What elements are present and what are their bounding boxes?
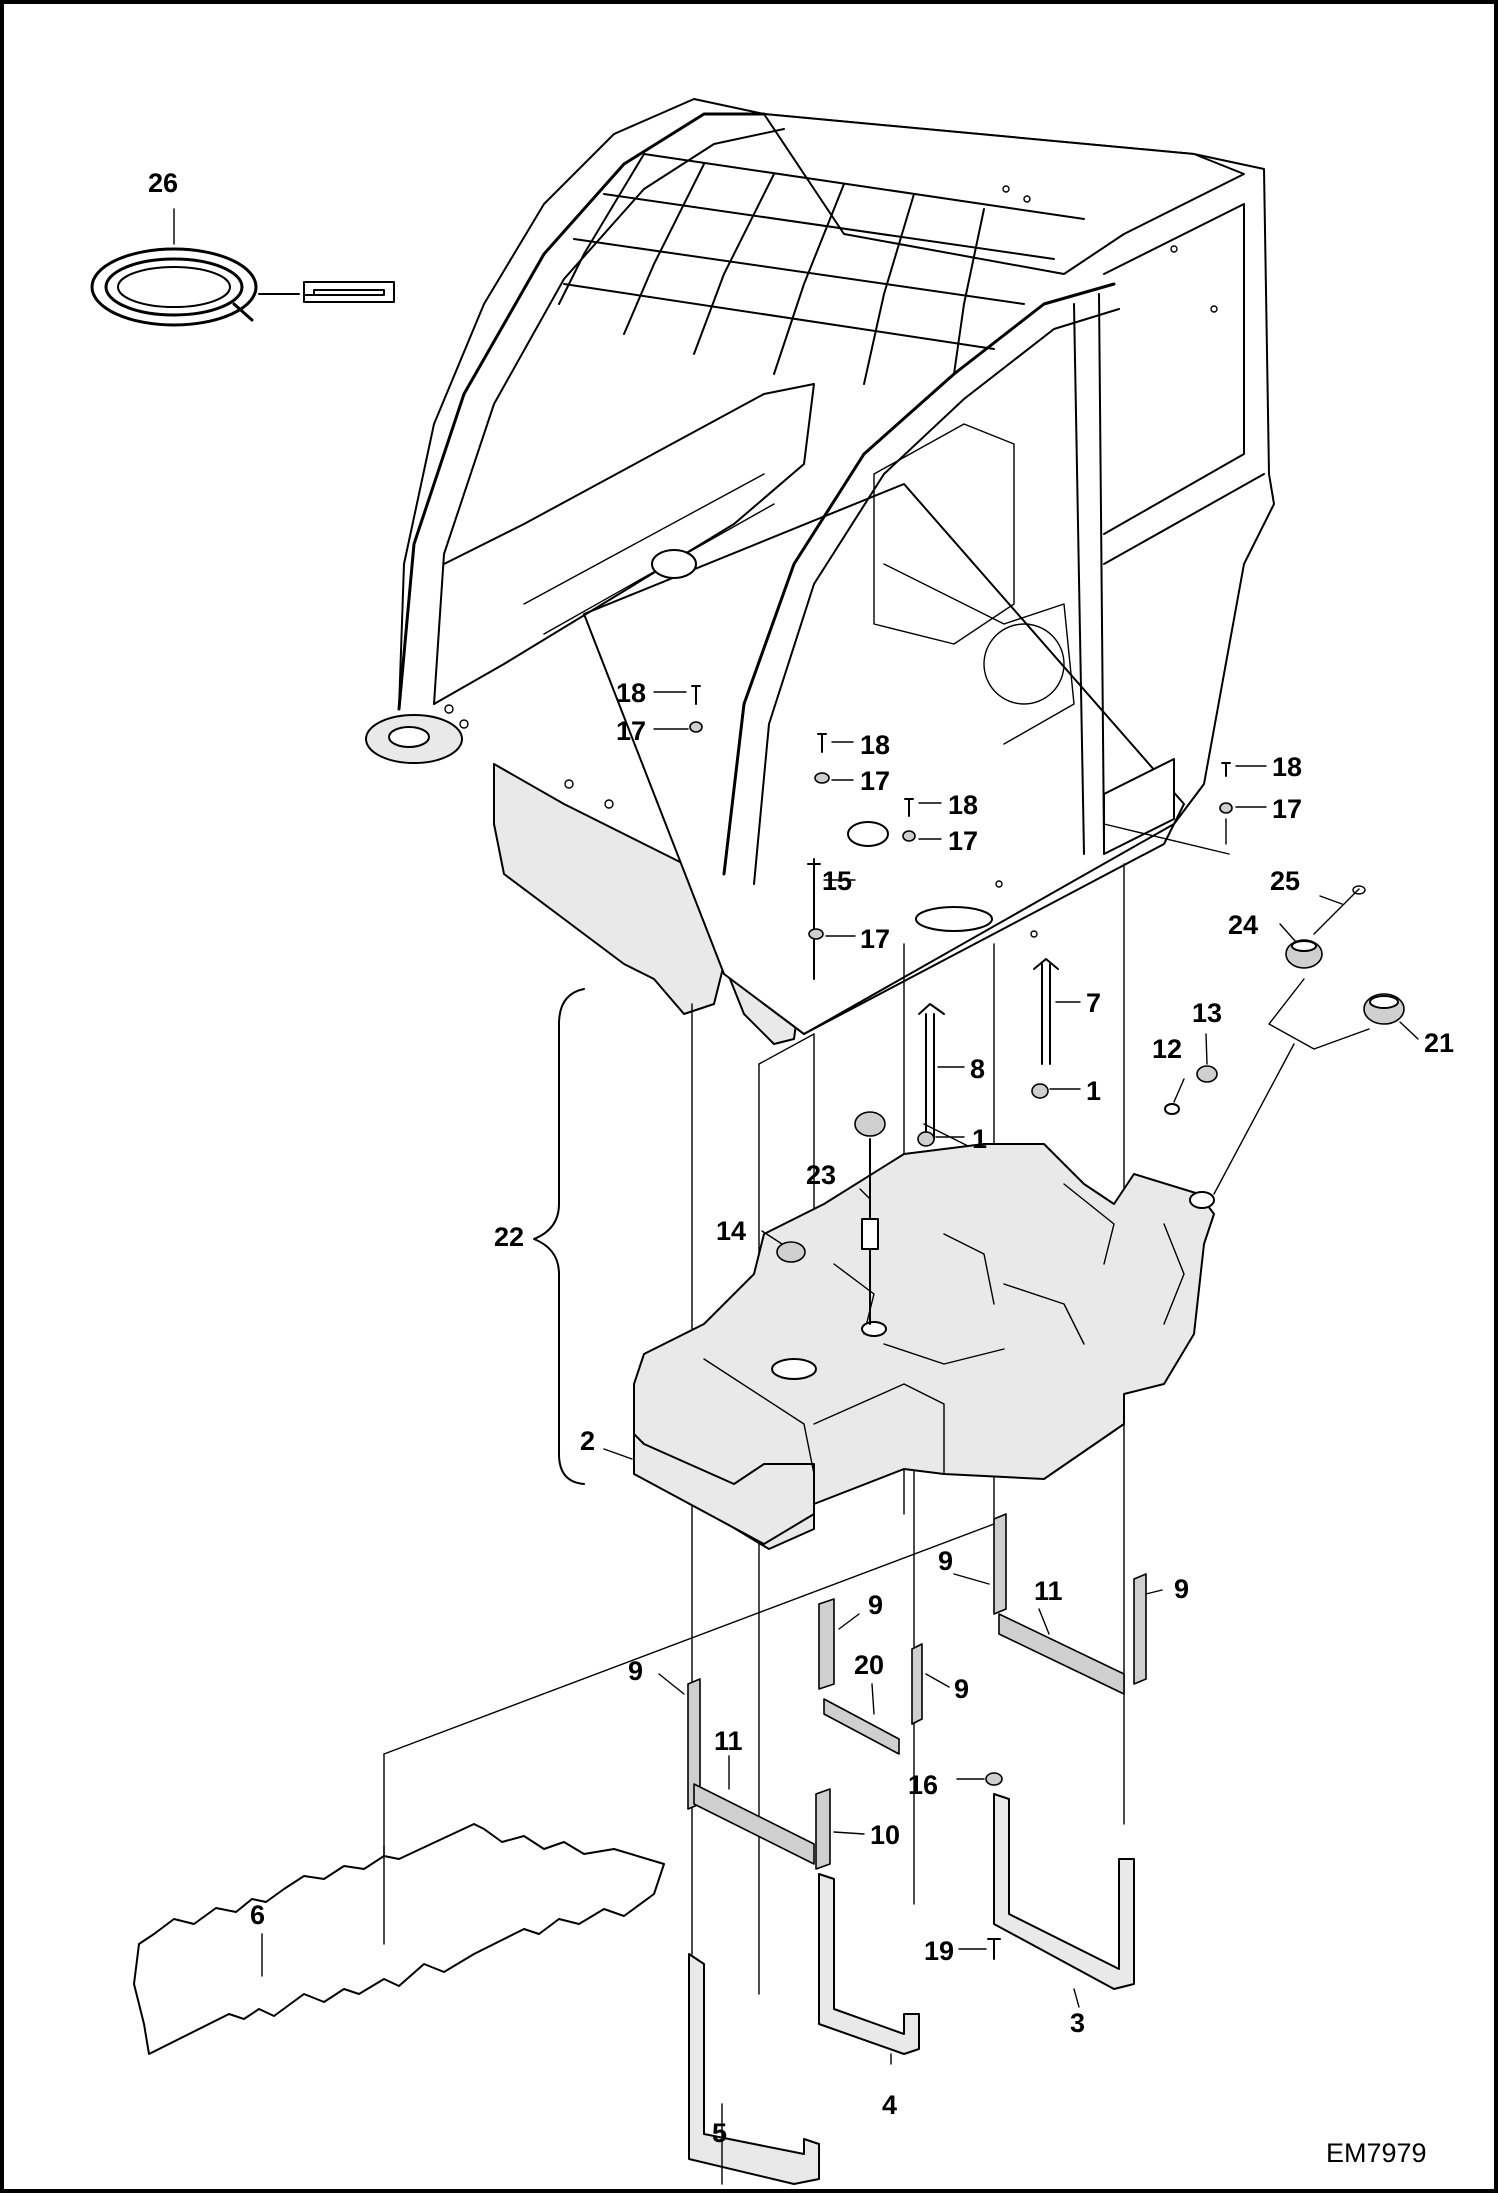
callout-label: 18 — [616, 678, 646, 708]
cab-step-cutout — [1103, 758, 1175, 855]
callout-label: 4 — [882, 2090, 897, 2120]
callout-label: 17 — [1272, 794, 1302, 824]
callout-label: 7 — [1086, 988, 1101, 1018]
callout-label: 3 — [1070, 2008, 1085, 2038]
rubber-pads — [687, 1513, 1147, 1870]
tether-25 — [1313, 888, 1360, 935]
pad-9-c — [911, 1643, 923, 1725]
washer-13 — [1196, 1065, 1218, 1083]
callout-label: 26 — [148, 168, 178, 198]
floor-mat-6 — [133, 1823, 665, 2055]
cab-lower-skirt — [493, 763, 725, 1015]
drawing-id: EM7979 — [1326, 2138, 1427, 2168]
callout-label: 23 — [806, 1160, 836, 1190]
clamp-1-b — [917, 1131, 935, 1147]
callout-label: 2 — [580, 1426, 595, 1456]
exploded-parts-diagram: 1 1 2 3 4 5 6 7 8 9 9 9 9 9 10 11 11 12 … — [90, 98, 1454, 2185]
callout-label: 18 — [860, 730, 890, 760]
callout-label: 17 — [948, 826, 978, 856]
callout-label: 8 — [970, 1054, 985, 1084]
pad-11-a — [693, 1783, 815, 1865]
pad-10 — [815, 1788, 831, 1870]
callout-label: 11 — [714, 1726, 743, 1756]
callout-leaders — [261, 691, 1419, 2185]
callout-label: 25 — [1270, 866, 1300, 896]
callout-label: 24 — [1228, 910, 1258, 940]
callout-label: 17 — [860, 924, 890, 954]
callout-label: 18 — [1272, 752, 1302, 782]
pad-11-b — [998, 1613, 1125, 1695]
callout-label: 17 — [616, 716, 646, 746]
filler-leaders — [1268, 978, 1370, 1050]
sender-23-head — [854, 1111, 886, 1137]
callout-label: 17 — [860, 766, 890, 796]
callout-label: 9 — [954, 1674, 969, 1704]
callout-label: 12 — [1152, 1034, 1182, 1064]
callout-label: 14 — [716, 1216, 746, 1246]
cab-roof-guard — [558, 153, 1085, 385]
cab-floor — [583, 483, 1185, 1035]
pad-20 — [823, 1698, 900, 1755]
callout-label: 22 — [494, 1222, 524, 1252]
callout-label: 13 — [1192, 998, 1222, 1028]
cab-front-arch-inner — [433, 128, 785, 705]
callout-label: 5 — [712, 2118, 727, 2148]
seal-26-coil — [90, 247, 258, 327]
fuel-tank-filler-neck — [1189, 1191, 1215, 1209]
pad-9-b — [818, 1598, 835, 1690]
callout-label: 9 — [1174, 1574, 1189, 1604]
callout-label: 18 — [948, 790, 978, 820]
callout-label: 1 — [972, 1124, 987, 1154]
assembly-brace — [533, 988, 585, 1485]
fuel-tank — [633, 1143, 1215, 1550]
cab-left-opening — [433, 383, 815, 705]
cab-rear-arch — [722, 282, 1116, 876]
strap-3 — [993, 1793, 1135, 1990]
pad-9-e — [1133, 1573, 1147, 1685]
small-parts — [90, 208, 1405, 1960]
callout-label: 16 — [908, 1770, 938, 1800]
strap-5 — [688, 1953, 820, 2185]
cab-right-pillar — [1073, 303, 1085, 855]
callout-label: 21 — [1424, 1028, 1454, 1058]
callout-label: 6 — [250, 1900, 265, 1930]
cab-roof — [763, 113, 1245, 275]
cab-console — [873, 423, 1015, 645]
cab-rivets — [444, 185, 1218, 938]
plug-14 — [776, 1241, 806, 1263]
cab-assembly — [365, 98, 1275, 1045]
fuel-tank-front-block — [633, 1433, 815, 1545]
callout-label: 19 — [924, 1936, 954, 1966]
cab-front-arch-outer — [397, 112, 766, 711]
pad-9-d — [993, 1513, 1007, 1615]
cab-floor-hole — [847, 821, 889, 847]
tank-straps — [688, 1793, 1135, 2185]
sender-23-body — [861, 1218, 879, 1250]
strap-4 — [818, 1873, 920, 2055]
callout-label: 9 — [628, 1656, 643, 1686]
callout-labels: 1 1 2 3 4 5 6 7 8 9 9 9 9 9 10 11 11 12 … — [148, 168, 1454, 2148]
washer-12 — [1164, 1103, 1180, 1115]
callout-label: 11 — [1034, 1576, 1063, 1606]
clamp-1-a — [1031, 1083, 1049, 1099]
cab-rear-arch-inner — [753, 308, 1120, 885]
callout-label: 9 — [868, 1590, 883, 1620]
fuel-tank-port — [771, 1358, 817, 1380]
callout-label: 9 — [938, 1546, 953, 1576]
callout-label: 20 — [854, 1650, 884, 1680]
seal-26-profile — [303, 281, 395, 303]
washer-16 — [985, 1772, 1003, 1786]
callout-label: 10 — [870, 1820, 900, 1850]
callout-label: 15 — [822, 866, 852, 896]
bolts-18-washers-17 — [689, 685, 1233, 940]
callout-label: 1 — [1086, 1076, 1101, 1106]
